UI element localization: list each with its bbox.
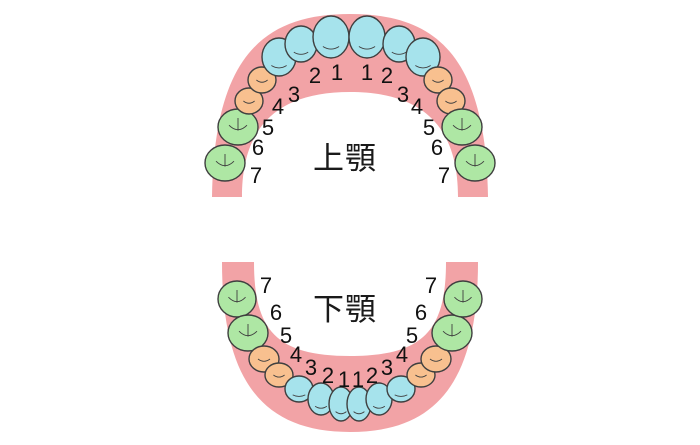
tooth-number: 2 bbox=[309, 63, 321, 88]
molar-icon bbox=[217, 280, 257, 318]
molar-icon bbox=[204, 144, 246, 182]
tooth-number: 7 bbox=[260, 273, 272, 298]
tooth-number: 6 bbox=[431, 135, 443, 160]
molar-icon bbox=[431, 314, 473, 352]
canine-icon bbox=[405, 37, 441, 77]
tooth-number: 5 bbox=[406, 323, 418, 348]
molar-icon bbox=[441, 108, 483, 146]
tooth-number: 3 bbox=[397, 82, 409, 107]
tooth-number: 1 bbox=[338, 367, 350, 392]
tooth-number: 1 bbox=[361, 60, 373, 85]
tooth-number: 4 bbox=[290, 342, 302, 367]
tooth-number: 1 bbox=[352, 367, 364, 392]
molar-icon bbox=[217, 108, 259, 146]
tooth-number: 7 bbox=[425, 273, 437, 298]
incisor-icon bbox=[348, 15, 386, 59]
tooth-number: 7 bbox=[438, 163, 450, 188]
lower-jaw-label: 下顎 bbox=[313, 292, 377, 328]
incisor-icon bbox=[312, 15, 350, 59]
tooth-number: 6 bbox=[415, 300, 427, 325]
molar-icon bbox=[227, 314, 269, 352]
molar-icon bbox=[443, 280, 483, 318]
premolar-icon bbox=[420, 345, 452, 373]
premolar-icon bbox=[423, 66, 453, 94]
tooth-number: 2 bbox=[381, 63, 393, 88]
canine-icon bbox=[386, 375, 416, 403]
tooth-number: 2 bbox=[322, 363, 334, 388]
upper-teeth bbox=[204, 15, 496, 182]
tooth-number: 5 bbox=[280, 323, 292, 348]
incisor-icon bbox=[365, 382, 393, 416]
lower-teeth bbox=[217, 280, 483, 422]
upper-jaw-label: 上顎 bbox=[313, 141, 377, 177]
tooth-number: 1 bbox=[331, 60, 343, 85]
premolar-icon bbox=[234, 87, 264, 115]
tooth-number: 2 bbox=[366, 363, 378, 388]
tooth-number: 6 bbox=[252, 135, 264, 160]
tooth-number: 4 bbox=[272, 94, 284, 119]
tooth-number: 4 bbox=[396, 342, 408, 367]
molar-icon bbox=[454, 144, 496, 182]
tooth-number: 7 bbox=[250, 163, 262, 188]
tooth-number: 5 bbox=[262, 115, 274, 140]
tooth-number: 3 bbox=[381, 355, 393, 380]
tooth-number: 5 bbox=[423, 115, 435, 140]
incisor-icon bbox=[284, 25, 318, 63]
tooth-number: 3 bbox=[288, 82, 300, 107]
tooth-number: 6 bbox=[270, 300, 282, 325]
premolar-icon bbox=[247, 66, 277, 94]
tooth-number: 4 bbox=[411, 94, 423, 119]
premolar-icon bbox=[264, 362, 294, 388]
tooth-number: 3 bbox=[305, 355, 317, 380]
